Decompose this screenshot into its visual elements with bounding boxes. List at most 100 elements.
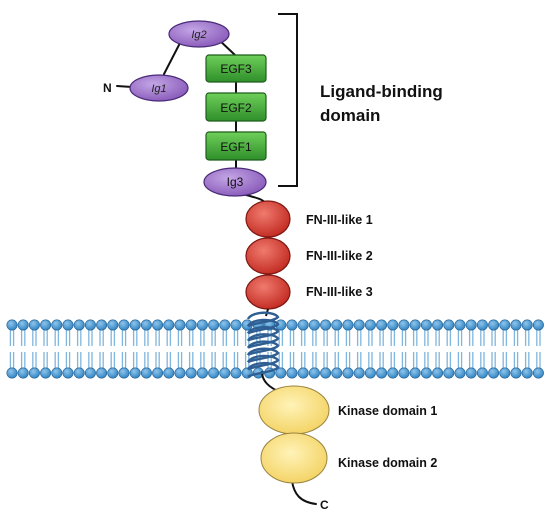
fn-iii-like-2-domain — [245, 237, 291, 275]
lipid-head — [454, 367, 466, 379]
lipid-head — [521, 367, 533, 379]
lipid-head — [488, 319, 500, 331]
lipid-head — [476, 319, 488, 331]
lipid-head — [510, 367, 522, 379]
lipid-head — [118, 367, 130, 379]
membrane-inner-tails — [9, 352, 541, 370]
helix-coil — [246, 361, 280, 378]
egf2-label: EGF2 — [220, 101, 252, 115]
lipid-head — [51, 319, 63, 331]
lipid-head — [320, 319, 332, 331]
ligand-binding-bracket — [278, 13, 298, 187]
ig3-domain: Ig3 — [203, 167, 267, 197]
lipid-head — [129, 319, 141, 331]
lipid-head — [174, 367, 186, 379]
ligand-binding-label-line2: domain — [320, 106, 380, 125]
helix-coil — [246, 325, 280, 342]
lipid-head — [6, 319, 18, 331]
kinase-domain-1 — [258, 385, 330, 435]
lipid-head — [465, 319, 477, 331]
lipid-head — [364, 367, 376, 379]
membrane-outer-heads — [6, 319, 544, 331]
lipid-head — [286, 319, 298, 331]
lipid-head — [219, 319, 231, 331]
lipid-head — [140, 367, 152, 379]
lipid-head — [443, 367, 455, 379]
membrane-inner-heads — [6, 367, 544, 379]
lipid-head — [353, 367, 365, 379]
lipid-head — [297, 367, 309, 379]
lipid-head — [443, 319, 455, 331]
lipid-head — [230, 367, 242, 379]
lipid-head — [308, 367, 320, 379]
lipid-head — [84, 367, 96, 379]
lipid-head — [73, 319, 85, 331]
lipid-head — [376, 367, 388, 379]
lipid-head — [230, 319, 242, 331]
lipid-head — [129, 367, 141, 379]
lipid-head — [62, 367, 74, 379]
helix-coil — [246, 354, 280, 371]
lipid-head — [432, 319, 444, 331]
lipid-head — [196, 367, 208, 379]
lipid-head — [420, 319, 432, 331]
lipid-head — [96, 367, 108, 379]
transmembrane-helix — [246, 308, 280, 378]
lipid-head — [398, 367, 410, 379]
c-terminal-line — [291, 480, 317, 505]
lipid-head — [510, 319, 522, 331]
lipid-head — [196, 319, 208, 331]
lipid-head — [532, 367, 544, 379]
ig2-domain: Ig2 — [168, 20, 230, 48]
egf3-label: EGF3 — [220, 62, 252, 76]
helix-coil — [246, 333, 280, 349]
lipid-head — [409, 319, 421, 331]
fn-iii-like-1-domain — [245, 200, 291, 238]
lipid-head — [387, 319, 399, 331]
ig1-domain: Ig1 — [129, 74, 189, 102]
lipid-head — [275, 367, 287, 379]
lipid-head — [376, 319, 388, 331]
lipid-head — [331, 319, 343, 331]
helix-coil — [246, 318, 280, 335]
lipid-head — [163, 319, 175, 331]
lipid-head — [297, 319, 309, 331]
helix-coil — [246, 311, 280, 328]
lipid-head — [387, 367, 399, 379]
lipid-head — [28, 319, 40, 331]
kinase-domain-2 — [260, 432, 328, 484]
fn-iii-like-3-label: FN-III-like 3 — [306, 285, 373, 299]
lipid-head — [219, 367, 231, 379]
lipid-head — [499, 319, 511, 331]
lipid-head — [342, 367, 354, 379]
helix-coil — [246, 340, 280, 357]
egf2-domain: EGF2 — [205, 92, 267, 122]
lipid-head — [6, 367, 18, 379]
lipid-head — [174, 319, 186, 331]
lipid-head — [17, 319, 29, 331]
membrane-outer-tails — [9, 328, 541, 346]
lipid-head — [140, 319, 152, 331]
lipid-head — [364, 319, 376, 331]
lipid-head — [331, 367, 343, 379]
ig3-label: Ig3 — [227, 175, 244, 189]
lipid-head — [320, 367, 332, 379]
lipid-head — [185, 367, 197, 379]
lipid-head — [152, 319, 164, 331]
kinase-domain-2-label: Kinase domain 2 — [338, 456, 437, 470]
egf1-label: EGF1 — [220, 140, 252, 154]
lipid-head — [62, 319, 74, 331]
lipid-head — [454, 319, 466, 331]
lipid-head — [118, 319, 130, 331]
cell-membrane — [6, 319, 544, 379]
lipid-head — [96, 319, 108, 331]
lipid-head — [499, 367, 511, 379]
lipid-head — [465, 367, 477, 379]
lipid-head — [342, 319, 354, 331]
lipid-head — [73, 367, 85, 379]
lipid-head — [208, 367, 220, 379]
lipid-head — [488, 367, 500, 379]
lipid-head — [17, 367, 29, 379]
helix-coil — [246, 347, 280, 364]
